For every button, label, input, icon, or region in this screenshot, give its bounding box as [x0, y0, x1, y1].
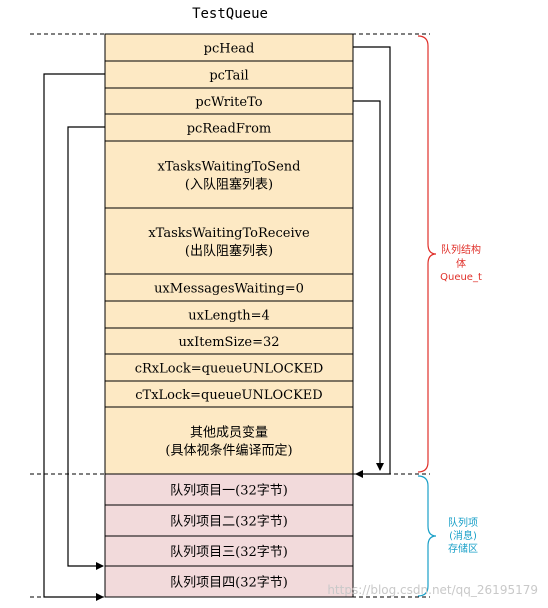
struct-brace	[417, 35, 437, 473]
storage-item-cell	[104, 504, 354, 537]
storage-item-row: 队列项目三(32字节)	[104, 535, 354, 567]
struct-field-cell	[104, 87, 354, 115]
storage-item-label: 队列项目四(32字节)	[170, 576, 288, 591]
struct-field-row: 其他成员变量 (具体视条件编译而定)	[104, 406, 354, 475]
pcwriteto-pointer-arrow	[353, 100, 384, 471]
struct-field-row: pcWriteTo	[104, 87, 354, 115]
struct-field-label: cRxLock=queueUNLOCKED	[135, 362, 324, 377]
struct-field-label: xTasksWaitingToSend	[158, 160, 301, 175]
pchead-pointer-arrow	[353, 46, 391, 478]
struct-field-label: (具体视条件编译而定)	[165, 443, 292, 459]
struct-brace-label-1: 队列结构	[441, 243, 481, 256]
struct-field-cell	[104, 327, 354, 355]
struct-field-row: uxLength=4	[104, 300, 354, 329]
struct-field-cell	[104, 33, 354, 62]
struct-field-label: pcWriteTo	[195, 95, 262, 110]
storage-item-cell	[104, 565, 354, 598]
struct-field-row: cTxLock=queueUNLOCKED	[104, 380, 354, 408]
struct-field-row: uxItemSize=32	[104, 327, 354, 355]
struct-field-cell	[104, 406, 354, 475]
storage-brace	[417, 475, 437, 597]
storage-item-row: 队列项目四(32字节)	[104, 565, 354, 598]
struct-field-row: cRxLock=queueUNLOCKED	[104, 353, 354, 382]
storage-brace-label-3: 存储区	[448, 542, 478, 555]
struct-field-label: uxLength=4	[188, 309, 270, 324]
storage-item-cell	[104, 535, 354, 567]
queue-storage-table: 队列项目一(32字节) 队列项目二(32字节) 队列项目三(32字节) 队列项目四(3…	[104, 473, 354, 598]
struct-field-label: pcTail	[209, 69, 248, 84]
storage-item-label: 队列项目一(32字节)	[170, 484, 288, 499]
struct-field-cell	[104, 60, 354, 89]
queue-struct-table: pcHead pcTail pcWriteTo pcReadFrom xTasksWai…	[104, 33, 354, 475]
struct-brace-label-3: Queue_t	[440, 272, 482, 283]
struct-field-row: uxMessagesWaiting=0	[104, 273, 354, 302]
storage-item-label: 队列项目二(32字节)	[170, 515, 288, 530]
watermark-text: https://blog.csdn.net/qq_26195179	[327, 583, 538, 597]
pctail-pointer-arrow	[43, 73, 105, 601]
storage-brace-label-2: (消息)	[449, 529, 477, 542]
storage-item-row: 队列项目一(32字节)	[104, 473, 354, 506]
struct-field-cell	[104, 300, 354, 329]
struct-field-cell	[104, 207, 354, 275]
struct-field-label: (出队阻塞列表)	[185, 243, 273, 259]
pcreadfrom-pointer-arrow	[67, 126, 105, 570]
struct-field-row: pcHead	[104, 33, 354, 62]
struct-field-label: pcReadFrom	[187, 122, 272, 137]
struct-field-row: xTasksWaitingToSend (入队阻塞列表)	[104, 140, 354, 209]
struct-field-label: xTasksWaitingToReceive	[148, 226, 310, 241]
struct-field-label: uxItemSize=32	[178, 335, 279, 350]
storage-item-row: 队列项目二(32字节)	[104, 504, 354, 537]
struct-field-label: pcHead	[204, 42, 255, 57]
struct-field-label: 其他成员变量	[190, 425, 268, 441]
storage-item-label: 队列项目三(32字节)	[170, 545, 288, 560]
struct-field-label: cTxLock=queueUNLOCKED	[135, 388, 322, 403]
storage-brace-label-1: 队列项	[448, 516, 478, 529]
struct-field-cell	[104, 140, 354, 209]
struct-field-row: pcReadFrom	[104, 113, 354, 142]
struct-field-label: (入队阻塞列表)	[185, 177, 273, 193]
struct-field-label: uxMessagesWaiting=0	[154, 282, 304, 297]
struct-brace-label-2: 体	[456, 258, 466, 270]
struct-field-row: pcTail	[104, 60, 354, 89]
diagram-title: TestQueue	[192, 6, 268, 22]
struct-field-cell	[104, 273, 354, 302]
struct-field-row: xTasksWaitingToReceive (出队阻塞列表)	[104, 207, 354, 275]
